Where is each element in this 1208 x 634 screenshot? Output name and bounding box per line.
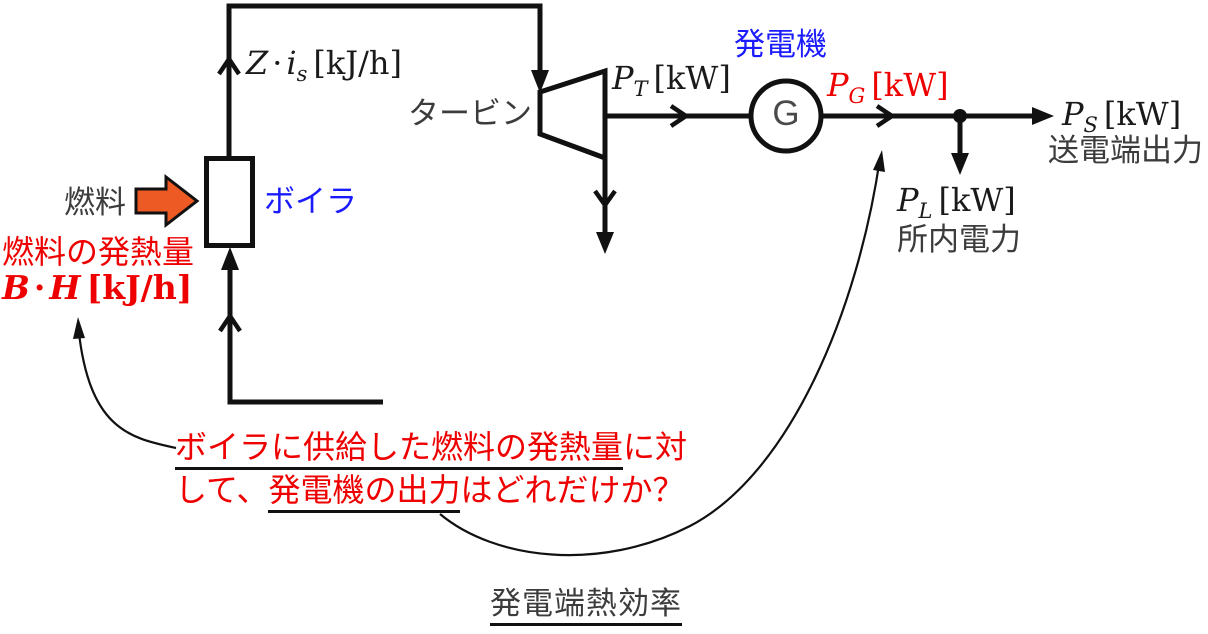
turbine-label: タービン	[408, 96, 532, 131]
transmission-power-label: PS[kW]	[1062, 95, 1182, 137]
hint-arrowhead-left-icon	[73, 317, 85, 339]
hint-curve-left	[76, 323, 177, 450]
boiler-inlet-arrowhead-icon	[221, 247, 239, 270]
shaft-flow-chevron-icon	[669, 104, 691, 128]
turbine-power-label: PT[kW]	[612, 59, 731, 101]
station-load-arrowhead-icon	[951, 153, 969, 175]
generator-label: 発電機	[734, 27, 827, 62]
feedwater-flow-chevron-icon	[218, 311, 242, 333]
boiler-box	[204, 156, 255, 248]
steam-flow-chevron-icon	[217, 54, 241, 76]
exhaust-flow-chevron-icon	[593, 189, 617, 209]
thermal-efficiency-text: 発電端熱効率	[490, 586, 682, 626]
exhaust-arrowhead-icon	[596, 232, 614, 254]
question-line2-underlined: 発電機の出力	[268, 472, 461, 513]
question-line2: して、発電機の出力はどれだけか？	[175, 472, 685, 513]
boiler-label: ボイラ	[264, 184, 357, 219]
turbine-shape	[537, 67, 608, 162]
fuel-heat-label: B·H[kJ/h]	[2, 268, 193, 307]
hint-curve-right	[439, 157, 882, 557]
transmission-arrowhead-icon	[1032, 107, 1054, 125]
question-line2-lead: して、	[175, 472, 269, 508]
question-line1: ボイラに供給した燃料の発熱量に対	[175, 429, 688, 470]
generator-power-label: PG[kW]	[827, 66, 949, 108]
fuel-input-arrow-icon	[134, 173, 200, 229]
station-power-label: 所内電力	[897, 222, 1021, 257]
question-line1-underlined: ボイラに供給した燃料の発熱量	[175, 429, 624, 470]
fuel-heat-title: 燃料の発熱量	[2, 234, 195, 270]
hint-arrowhead-right-icon	[873, 150, 885, 172]
fuel-label: 燃料	[64, 185, 126, 220]
steam-pipe	[226, 3, 543, 160]
station-load-label: PL[kW]	[897, 181, 1016, 223]
turbine-inlet-arrowhead-icon	[531, 70, 549, 93]
steam-heat-label: Z·is[kJ/h]	[246, 44, 402, 86]
transmission-output-label: 送電端出力	[1048, 133, 1203, 168]
feedwater-pipe	[227, 259, 383, 405]
output-flow-chevron-icon	[875, 104, 897, 128]
generator-symbol: G	[772, 94, 800, 133]
question-line2-rest: はどれだけか？	[460, 472, 685, 508]
thermal-efficiency-label: 発電端熱効率	[490, 586, 682, 626]
question-line1-rest: に対	[623, 429, 688, 465]
